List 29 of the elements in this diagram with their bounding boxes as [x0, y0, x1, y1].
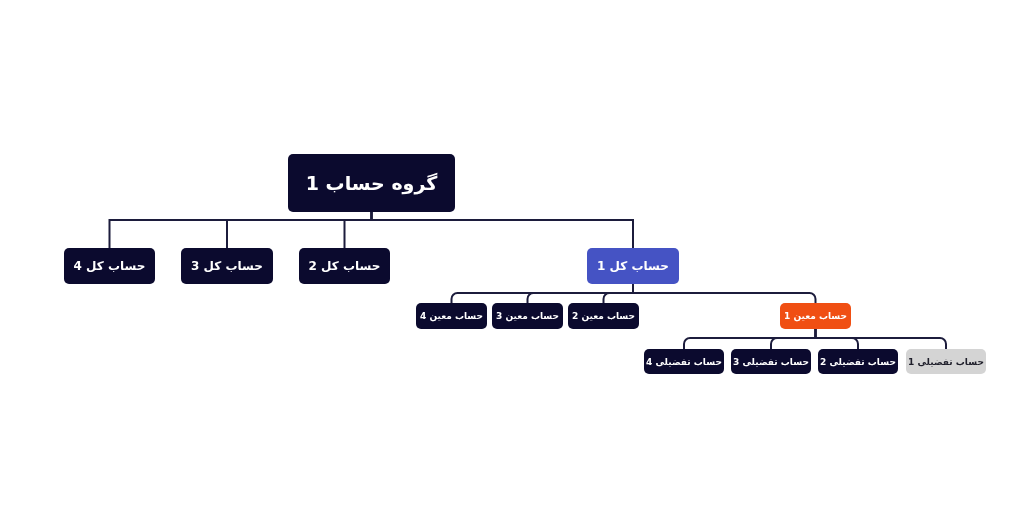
account-box [416, 303, 487, 329]
connector-line [108, 211, 373, 249]
account-label: حساب معین 3 [496, 311, 559, 321]
account-box [299, 248, 390, 284]
account-box [644, 349, 724, 374]
account-label: حساب کل 1 [597, 259, 669, 273]
account-label: حساب معین 1 [784, 311, 847, 321]
connector-line [450, 283, 634, 304]
account-label: حساب کل 4 [73, 259, 146, 273]
account-box [587, 248, 679, 284]
account-box [731, 349, 811, 374]
account-label: حساب معین 4 [420, 311, 483, 321]
account-label: حساب معین 2 [572, 311, 635, 321]
account-label: حساب تفضیلی 1 [908, 356, 984, 367]
account-box [818, 349, 898, 374]
account-label: حساب تفضیلی 2 [820, 356, 896, 367]
account-box [288, 154, 455, 212]
connector-line [683, 328, 817, 350]
account-label: حساب کل 3 [191, 259, 263, 273]
account-box [64, 248, 155, 284]
account-box [492, 303, 563, 329]
account-label: حساب تفضیلی 4 [646, 356, 722, 367]
account-label: حساب تفضیلی 3 [733, 356, 809, 367]
account-box [906, 349, 986, 374]
account-box [780, 303, 851, 329]
account-box [181, 248, 273, 284]
account-label: گروه حساب 1 [305, 172, 438, 194]
account-label: حساب کل 2 [308, 259, 381, 273]
account-box [568, 303, 639, 329]
